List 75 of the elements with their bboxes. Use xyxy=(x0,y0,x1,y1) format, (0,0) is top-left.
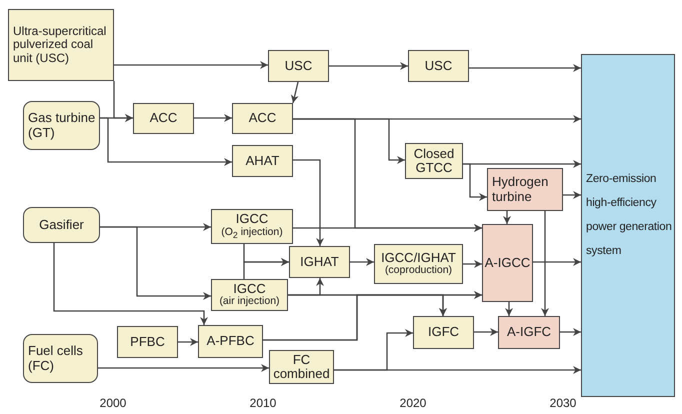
goal-box xyxy=(581,54,675,397)
node-label: USC xyxy=(284,58,312,74)
arrow xyxy=(114,61,268,69)
arrow xyxy=(463,163,487,201)
source-box xyxy=(8,9,114,81)
technology-box xyxy=(232,145,293,177)
source-box xyxy=(23,207,100,243)
node-subtitle: (O$_{2}$ injection) xyxy=(221,226,283,240)
year-label: 2010 xyxy=(250,396,276,410)
arrow xyxy=(533,258,581,266)
node-label: IGCC xyxy=(233,282,266,296)
technology-box xyxy=(482,224,533,302)
arrow xyxy=(469,64,581,72)
node-label: IGHAT xyxy=(300,254,339,270)
arrow xyxy=(288,294,447,316)
arrow xyxy=(563,191,581,199)
node-label: Hydrogen turbine xyxy=(492,175,550,204)
node-label: Zero-emission high-efficiency power generation system xyxy=(586,172,673,260)
technology-box xyxy=(211,209,293,244)
arrow xyxy=(505,302,513,316)
node-label: ACC xyxy=(150,111,178,126)
arrow xyxy=(474,328,498,336)
node-label: USC xyxy=(424,58,452,74)
node-label: PFBC xyxy=(130,334,165,350)
node-label: ACC xyxy=(248,111,276,126)
year-label: 2030 xyxy=(550,396,576,410)
node-label: A-PFBC xyxy=(206,334,254,349)
node-label: FC combined xyxy=(272,352,331,382)
technology-box xyxy=(117,326,178,358)
node-label: IGCC/IGHAT xyxy=(381,251,456,266)
arrow xyxy=(503,211,511,224)
year-label: 2000 xyxy=(100,396,126,410)
node-label: IGCC xyxy=(236,212,268,227)
arrow xyxy=(293,224,482,232)
technology-box xyxy=(413,316,474,349)
arrow xyxy=(334,329,413,371)
technology-box xyxy=(289,246,350,278)
arrow xyxy=(100,226,211,300)
technology-box xyxy=(232,103,293,134)
node-label: Gasifier xyxy=(39,218,84,232)
node-label: Fuel cells (FC) xyxy=(28,344,84,373)
technology-box xyxy=(268,50,329,82)
source-box xyxy=(23,101,100,150)
arrow xyxy=(194,114,232,122)
arrow xyxy=(541,211,549,316)
node-label: AHAT xyxy=(246,154,280,168)
node-subtitle: (air injection) xyxy=(219,296,280,308)
technology-box xyxy=(133,103,194,134)
year-label: 2020 xyxy=(400,396,426,410)
node-label: Gas turbine (GT) xyxy=(28,111,96,140)
arrow xyxy=(100,117,232,166)
technology-box xyxy=(498,316,560,349)
arrow xyxy=(560,328,581,336)
node-label: Closed GTCC xyxy=(412,146,456,176)
arrow xyxy=(329,62,408,70)
node-label: A-IGCC xyxy=(484,256,530,270)
source-box xyxy=(23,334,98,383)
arrow xyxy=(350,258,374,266)
arrow xyxy=(293,159,324,246)
arrow xyxy=(98,364,269,372)
node-label: IGFC xyxy=(428,325,460,340)
technology-box xyxy=(487,168,563,211)
technology-box xyxy=(374,244,463,284)
technology-box xyxy=(405,143,463,179)
technology-box xyxy=(211,279,288,311)
arrow xyxy=(53,243,208,325)
arrow xyxy=(463,260,482,268)
node-label: A-IGFC xyxy=(506,325,552,340)
arrow xyxy=(178,338,198,346)
technology-box xyxy=(408,50,469,82)
arrow xyxy=(243,258,289,279)
arrow xyxy=(290,82,299,104)
node-label: Ultra-supercritical pulverized coal unit (USC) xyxy=(13,25,108,65)
node-subtitle: (coproduction) xyxy=(384,265,452,277)
technology-box xyxy=(198,325,263,358)
